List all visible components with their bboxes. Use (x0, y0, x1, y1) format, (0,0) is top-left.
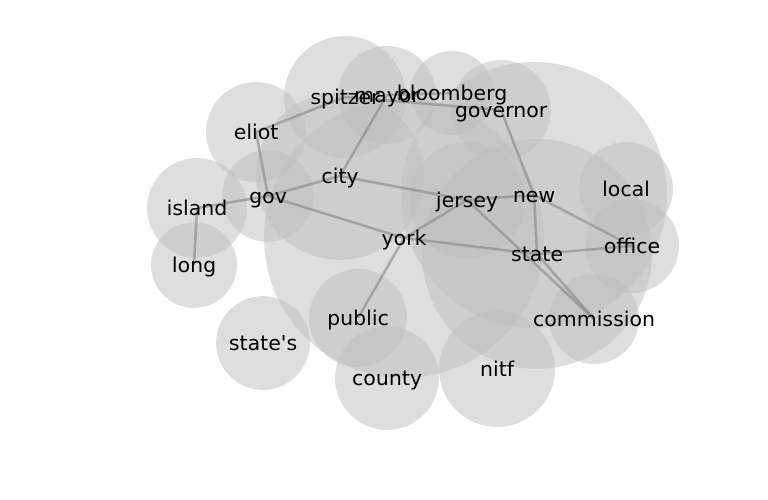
label-island: island (167, 196, 228, 220)
node-edges (192, 91, 633, 320)
label-long: long (172, 253, 216, 277)
edge-mayor-city (338, 94, 389, 177)
edge-jersey-commission (466, 199, 595, 320)
edge-gov-city (267, 174, 341, 198)
edge-state-commission (536, 253, 595, 320)
label-nitf: nitf (480, 357, 515, 381)
label-state: state (511, 242, 563, 266)
edge-york-state (403, 236, 538, 256)
label-spitzer: spitzer (310, 85, 380, 109)
edge-spitzer-eliot (255, 95, 346, 134)
edge-york-public (356, 237, 406, 319)
label-public: public (327, 306, 389, 330)
edge-mayor-bloomberg (386, 91, 453, 97)
edge-island-long (192, 207, 199, 266)
label-state-s: state's (229, 331, 297, 355)
label-york: york (382, 226, 427, 250)
edge-new-office (533, 193, 633, 248)
label-new: new (513, 183, 555, 207)
edge-spitzer-governor (344, 95, 502, 112)
edge-city-jersey (339, 174, 468, 202)
edge-jersey-new (466, 193, 535, 202)
label-mayor: mayor (354, 83, 420, 107)
edge-gov-york (267, 194, 405, 240)
label-county: county (352, 366, 422, 390)
edge-governor-new (499, 109, 536, 196)
edge-york-jersey (403, 198, 468, 240)
bubble-nitf (439, 311, 555, 427)
label-eliot: eliot (234, 120, 279, 144)
label-governor: governor (455, 98, 548, 122)
edge-new-state (532, 194, 539, 255)
label-city: city (321, 164, 358, 188)
label-office: office (604, 234, 660, 258)
label-commission: commission (533, 307, 655, 331)
label-local: local (602, 177, 650, 201)
edge-state-office (536, 244, 633, 256)
label-jersey: jersey (435, 188, 498, 212)
edge-eliot-gov (254, 131, 270, 197)
label-gov: gov (249, 184, 287, 208)
edge-gov-island (196, 194, 269, 210)
bubble-state-s (216, 296, 310, 390)
label-bloomberg: bloomberg (397, 81, 507, 105)
